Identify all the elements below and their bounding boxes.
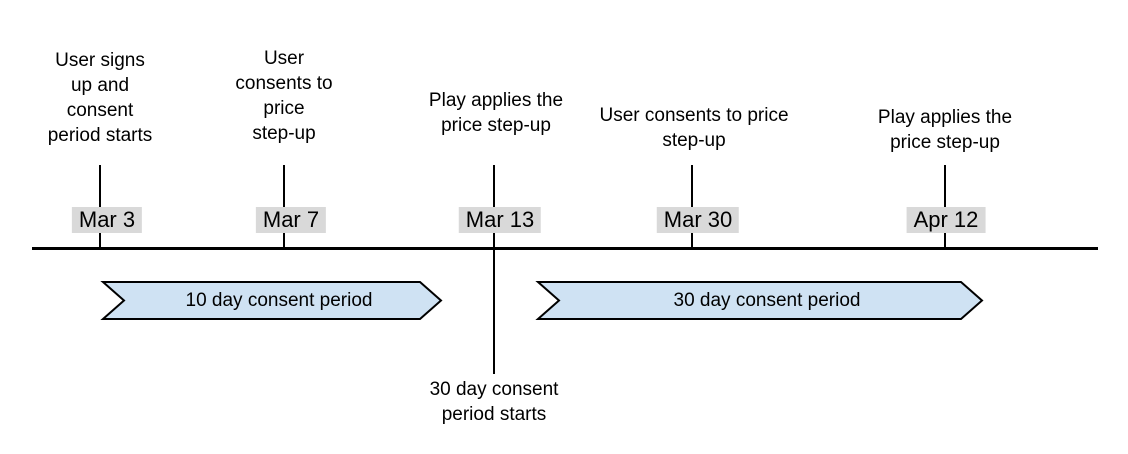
event-tick	[493, 165, 495, 248]
consent-period-banner-10day: 10 day consent period	[100, 281, 443, 320]
event-tick	[944, 165, 946, 248]
consent-period-label: 10 day consent period	[185, 289, 373, 311]
arrow-banner-shape	[535, 281, 984, 320]
event-tick	[283, 165, 285, 248]
event-tick	[99, 165, 101, 248]
event-date-badge: Apr 12	[906, 207, 986, 233]
note-label: 30 day consent period starts	[429, 379, 559, 425]
event-date-badge: Mar 30	[656, 207, 740, 233]
note-connector-line	[493, 250, 495, 374]
event-label: User signs up and consent period starts	[47, 50, 153, 146]
timeline-axis	[32, 247, 1098, 250]
event-date-badge: Mar 13	[458, 207, 542, 233]
event-date-badge: Mar 3	[71, 207, 143, 233]
event-label: Play applies the price step-up	[877, 107, 1013, 153]
event-date-badge: Mar 7	[255, 207, 327, 233]
event-label: User consents to price step-up	[599, 105, 789, 151]
event-tick	[691, 165, 693, 248]
event-label: Play applies the price step-up	[428, 90, 564, 136]
event-label: User consents to price step-up	[235, 48, 333, 144]
arrow-banner-shape	[100, 281, 443, 320]
consent-period-banner-30day: 30 day consent period	[535, 281, 984, 320]
consent-period-label: 30 day consent period	[673, 289, 861, 311]
